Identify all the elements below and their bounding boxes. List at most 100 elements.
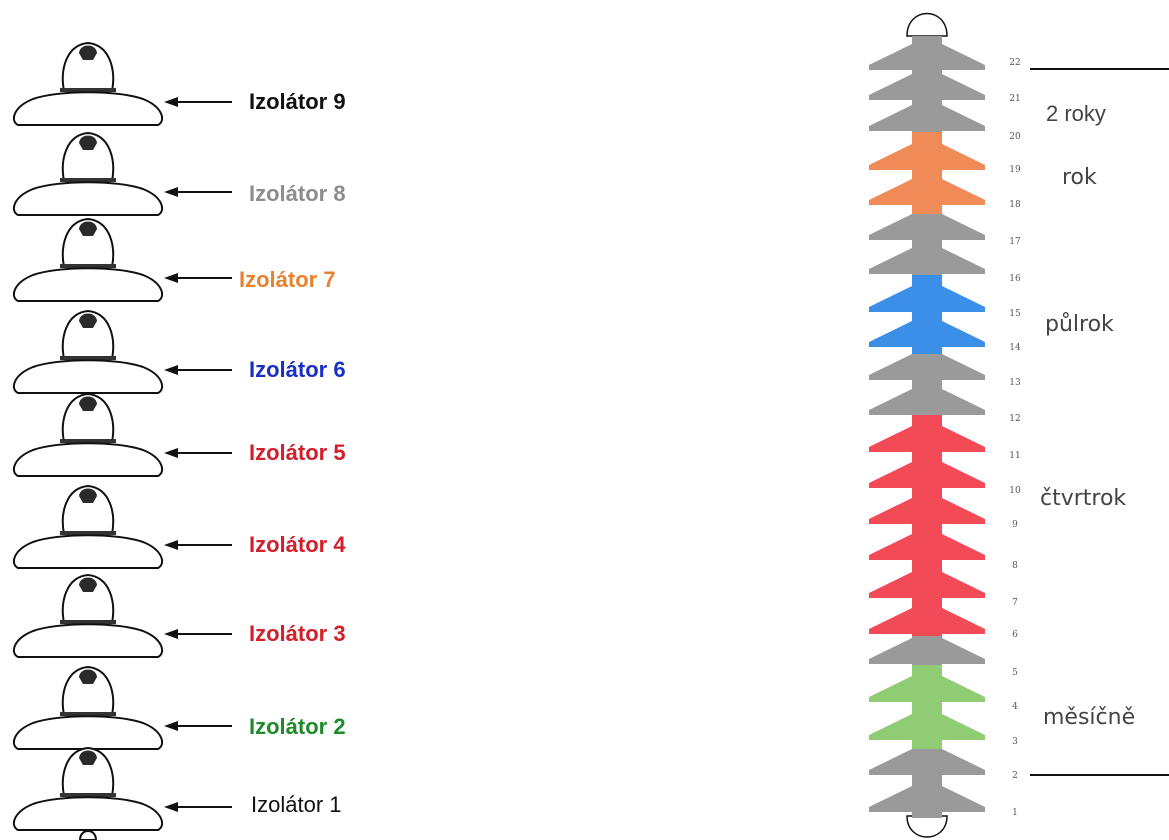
cap-icon xyxy=(61,665,115,716)
arrow-head-icon xyxy=(164,273,178,283)
arrow-head-icon xyxy=(164,540,178,550)
disc-shed xyxy=(12,181,164,216)
shed-3 xyxy=(869,714,985,740)
shed-number-21: 21 xyxy=(1009,94,1021,104)
cap-icon xyxy=(61,309,115,360)
arrow-head-icon xyxy=(164,187,178,197)
insulator-label-2: Izolátor 2 xyxy=(249,714,346,739)
cap-icon xyxy=(61,131,115,182)
pin-icon xyxy=(79,313,97,328)
shed-22 xyxy=(869,44,985,70)
cement-band xyxy=(60,620,116,624)
pin-icon xyxy=(79,221,97,236)
pin-icon xyxy=(79,577,97,592)
shed-4 xyxy=(869,676,985,702)
cement-band xyxy=(60,531,116,535)
arrow-head-icon xyxy=(164,802,178,812)
shed-number-15: 15 xyxy=(1009,309,1021,319)
cement-band xyxy=(60,264,116,268)
disc-insulator-9 xyxy=(12,41,232,126)
shed-number-18: 18 xyxy=(1009,200,1021,210)
shed-number-12: 12 xyxy=(1009,414,1021,424)
shed-12 xyxy=(869,389,985,415)
top-end-fitting-icon xyxy=(906,12,948,37)
shed-16 xyxy=(869,248,985,274)
disc-shed xyxy=(12,534,164,569)
cement-band xyxy=(60,712,116,716)
shed-6 xyxy=(869,608,985,634)
interval-label-ctvrtrok: čtvrtrok xyxy=(1040,486,1127,511)
shed-number-13: 13 xyxy=(1009,378,1021,388)
shed-number-6: 6 xyxy=(1012,630,1018,640)
shed-number-11: 11 xyxy=(1009,451,1021,461)
insulator-label-8: Izolátor 8 xyxy=(249,181,346,206)
insulator-label-4: Izolátor 4 xyxy=(249,532,346,557)
shed-number-2: 2 xyxy=(1012,771,1018,781)
insulator-label-5: Izolátor 5 xyxy=(249,440,346,465)
disc-insulator-string xyxy=(12,41,232,840)
shed-number-8: 8 xyxy=(1012,561,1018,571)
disc-insulator-4 xyxy=(12,484,232,569)
shed-number-14: 14 xyxy=(1009,343,1021,353)
shed-11 xyxy=(869,426,985,452)
shed-number-4: 4 xyxy=(1012,702,1018,712)
cement-band xyxy=(60,793,116,797)
disc-insulator-3 xyxy=(12,573,232,658)
arrow-head-icon xyxy=(164,629,178,639)
shed-17 xyxy=(869,214,985,240)
shed-number-16: 16 xyxy=(1009,274,1021,284)
interval-label-2-roky: 2 roky xyxy=(1046,101,1106,126)
insulator-label-3: Izolátor 3 xyxy=(249,621,346,646)
pin-icon xyxy=(79,45,97,60)
disc-shed xyxy=(12,715,164,750)
shed-number-5: 5 xyxy=(1012,668,1018,678)
shed-1 xyxy=(869,786,985,812)
pin-icon xyxy=(79,669,97,684)
pin-icon xyxy=(79,135,97,150)
shed-15 xyxy=(869,286,985,312)
disc-insulator-5 xyxy=(12,392,232,477)
cap-icon xyxy=(61,217,115,268)
shed-number-3: 3 xyxy=(1012,737,1018,747)
shed-14 xyxy=(869,321,985,347)
arrow-head-icon xyxy=(164,448,178,458)
cement-band xyxy=(60,88,116,92)
cap-icon xyxy=(61,484,115,535)
shed-19 xyxy=(869,144,985,170)
pin-icon xyxy=(79,750,97,765)
shed-18 xyxy=(869,179,985,205)
interval-label-mesicne: měsíčně xyxy=(1043,705,1136,730)
shed-8 xyxy=(869,534,985,560)
insulator-label-7: Izolátor 7 xyxy=(239,267,336,292)
insulator-label-9: Izolátor 9 xyxy=(249,89,346,114)
shed-21 xyxy=(869,74,985,100)
shed-9 xyxy=(869,498,985,524)
shed-number-10: 10 xyxy=(1009,486,1021,496)
interval-label-pulrok: půlrok xyxy=(1045,312,1114,337)
interval-label-rok: rok xyxy=(1062,165,1097,190)
cap-icon xyxy=(61,746,115,797)
arrow-head-icon xyxy=(164,365,178,375)
shed-10 xyxy=(869,462,985,488)
disc-shed xyxy=(12,796,164,831)
shed-2 xyxy=(869,749,985,775)
cap-icon xyxy=(61,573,115,624)
disc-insulator-2 xyxy=(12,665,232,750)
cement-band xyxy=(60,439,116,443)
disc-insulator-1 xyxy=(12,746,232,831)
pin-icon xyxy=(79,396,97,411)
cap-icon xyxy=(61,392,115,443)
disc-insulator-8 xyxy=(12,131,232,216)
disc-shed xyxy=(12,442,164,477)
shed-number-1: 1 xyxy=(1012,808,1018,818)
shed-13 xyxy=(869,354,985,380)
arrow-head-icon xyxy=(164,97,178,107)
disc-insulator-6 xyxy=(12,309,232,394)
cement-band xyxy=(60,356,116,360)
cement-band xyxy=(60,178,116,182)
disc-shed xyxy=(12,359,164,394)
shed-number-17: 17 xyxy=(1009,237,1021,247)
shed-20 xyxy=(869,105,985,131)
pin-icon xyxy=(79,488,97,503)
